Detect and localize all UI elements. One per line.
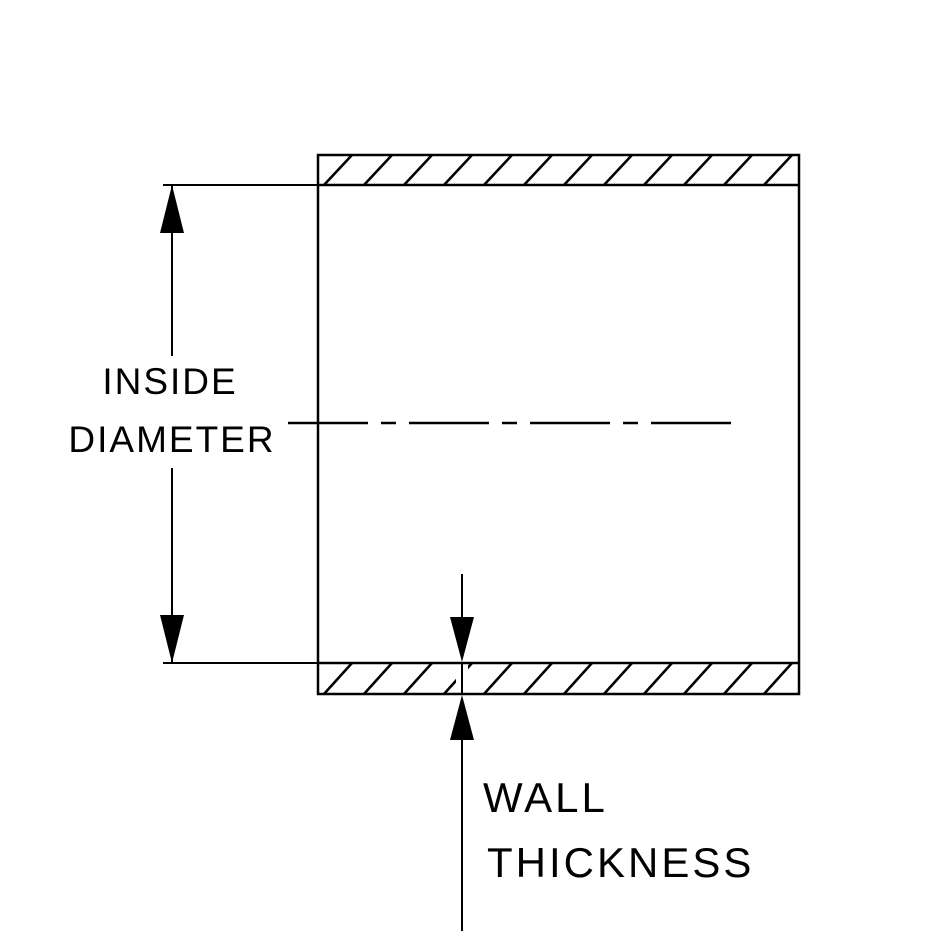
- bottom-wall-hatch: [318, 663, 799, 694]
- inside-diameter-arrow-up: [160, 185, 184, 233]
- inside-diameter-arrow-down: [160, 615, 184, 663]
- inside-diameter-label-line2: DIAMETER: [68, 419, 275, 460]
- top-wall-hatch: [318, 155, 799, 185]
- wall-thickness-arrow-up: [450, 695, 474, 740]
- wall-thickness-arrow-down: [450, 617, 474, 662]
- tube-body-outline: [316, 153, 801, 696]
- wall-thickness-label-line2: THICKNESS: [487, 839, 754, 886]
- inside-diameter-label-line1: INSIDE: [102, 361, 237, 402]
- wall-thickness-label-line1: WALL: [483, 774, 608, 821]
